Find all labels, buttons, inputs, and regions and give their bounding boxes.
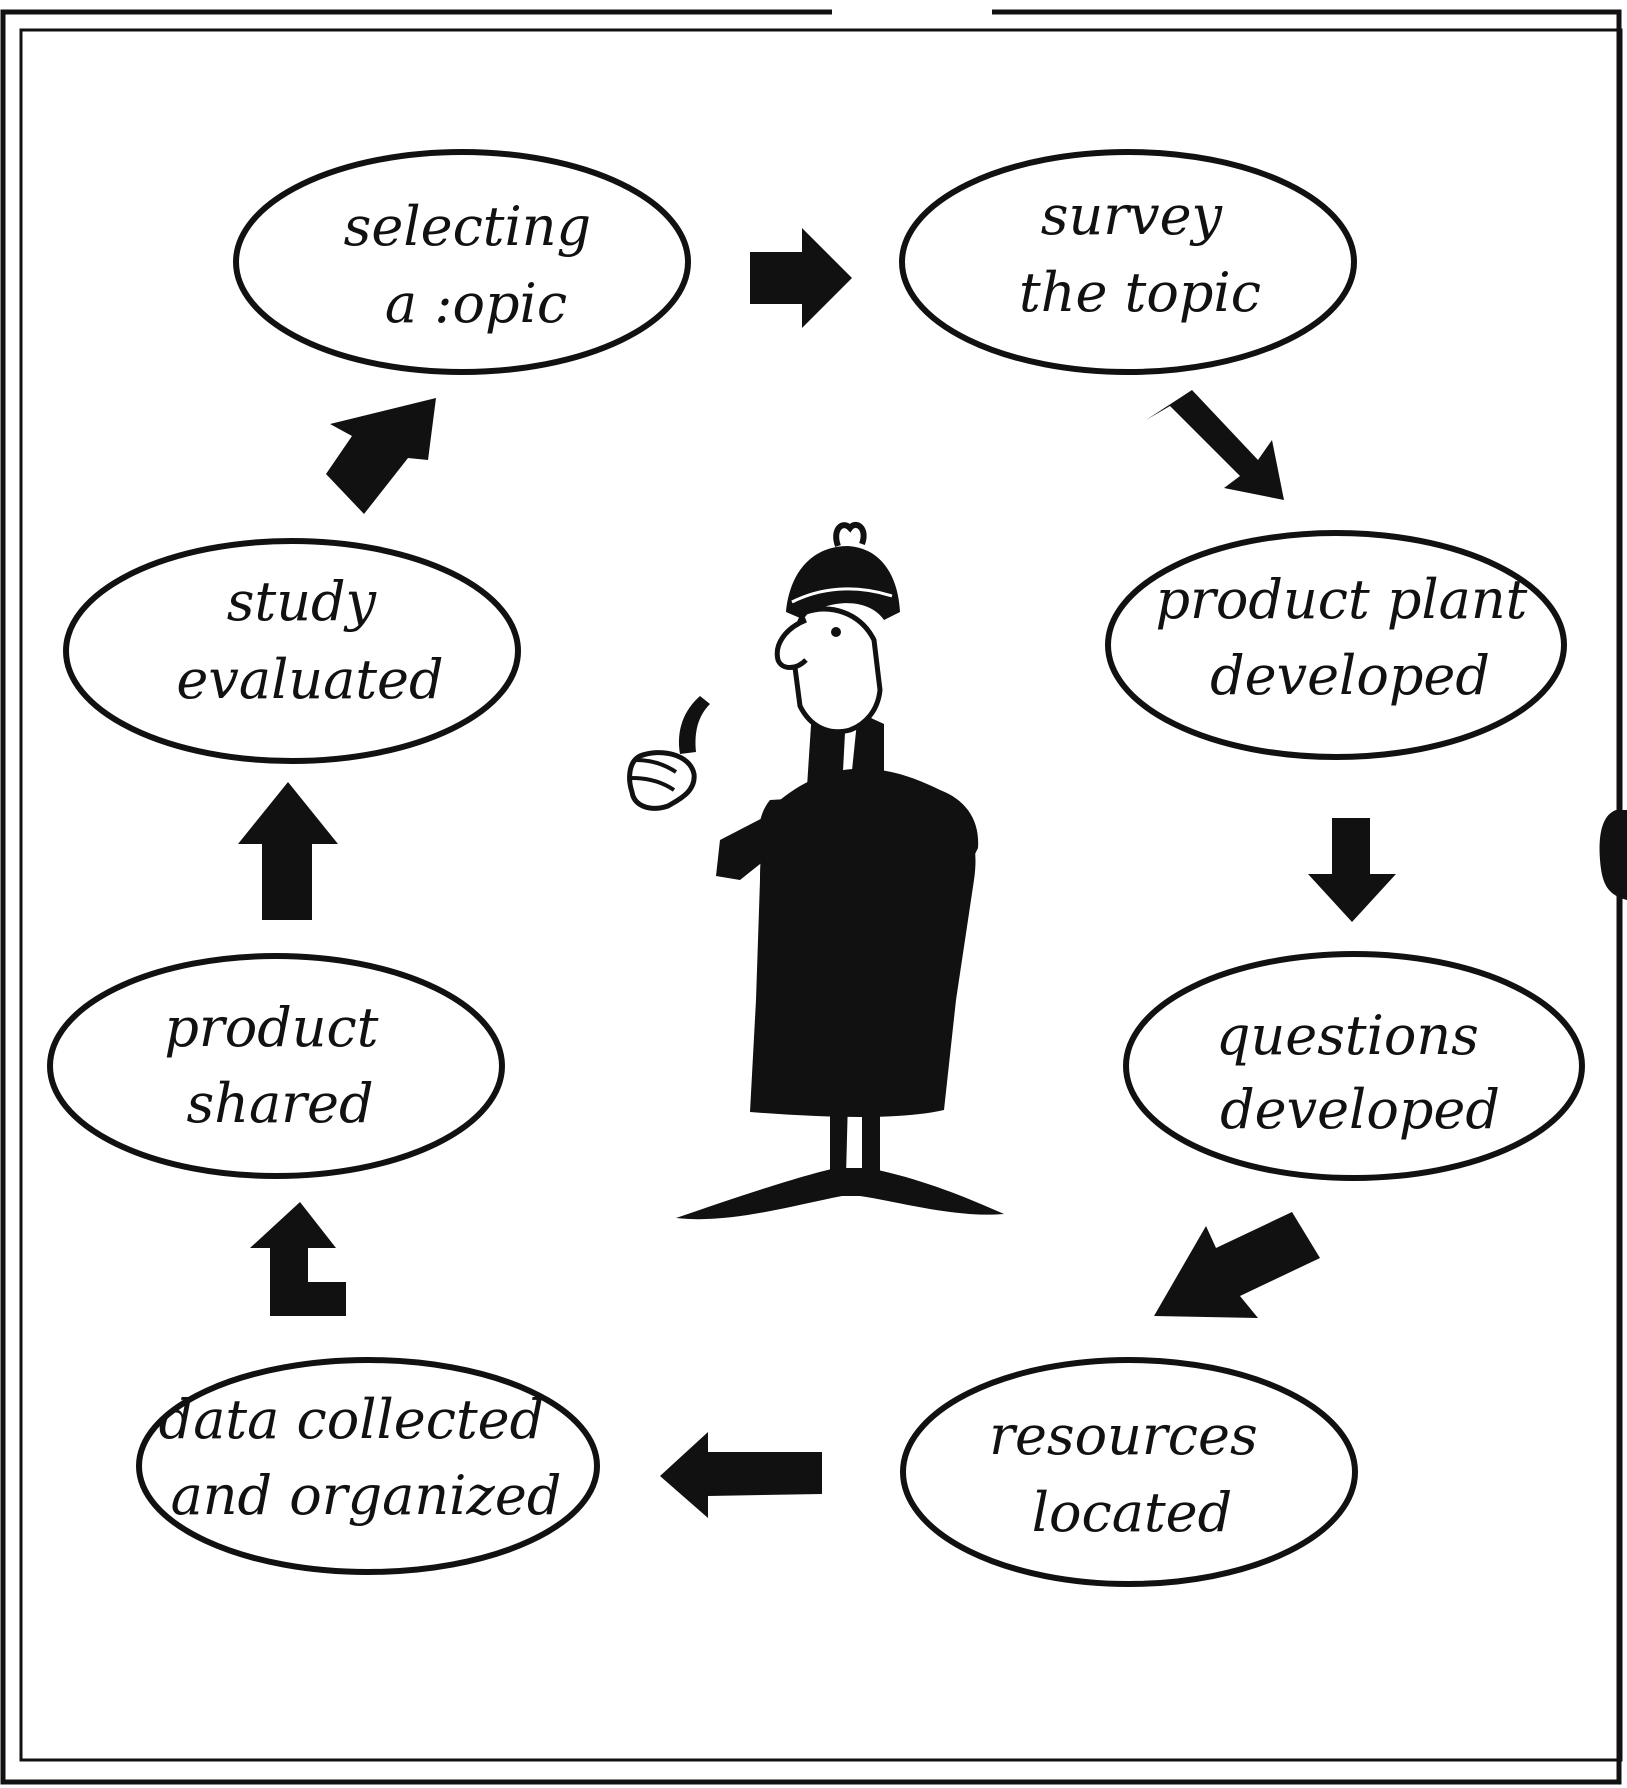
node-questions-label: questions developed <box>1216 1004 1500 1141</box>
arrow-down-left-icon <box>1154 1212 1320 1318</box>
node-questions-ellipse <box>1123 951 1585 1181</box>
node-study-evaluated-label: study evaluated <box>176 570 443 711</box>
node-resources-label: resources located <box>989 1404 1275 1544</box>
arrow-down-icon <box>1308 818 1396 922</box>
node-product-shared-label: product shared <box>164 996 395 1135</box>
node-selecting-topic-label: selecting a :opic <box>344 195 609 335</box>
node-product-shared-ellipse <box>47 953 505 1179</box>
node-study-evaluated-ellipse <box>63 538 521 764</box>
arrow-turn-up-icon <box>250 1202 346 1316</box>
node-data-collected-label: data collected and organized <box>159 1388 562 1527</box>
node-survey-topic-ellipse <box>899 149 1357 375</box>
arrow-right-icon <box>750 228 852 328</box>
node-product-plant-ellipse <box>1105 530 1567 760</box>
node-resources-ellipse <box>900 1357 1358 1587</box>
node-selecting-topic-ellipse <box>233 149 691 375</box>
arrow-up-right-icon <box>326 398 436 514</box>
node-survey-topic-label: survey the topic <box>1019 184 1261 324</box>
node-data-collected-ellipse <box>136 1357 600 1575</box>
arrow-left-icon <box>660 1432 822 1518</box>
arrow-down-right-icon <box>1146 390 1284 500</box>
node-product-plant-label: product plant developed <box>1155 568 1544 707</box>
arrow-up-icon <box>238 782 338 920</box>
detective-illustration-icon <box>627 521 1004 1220</box>
